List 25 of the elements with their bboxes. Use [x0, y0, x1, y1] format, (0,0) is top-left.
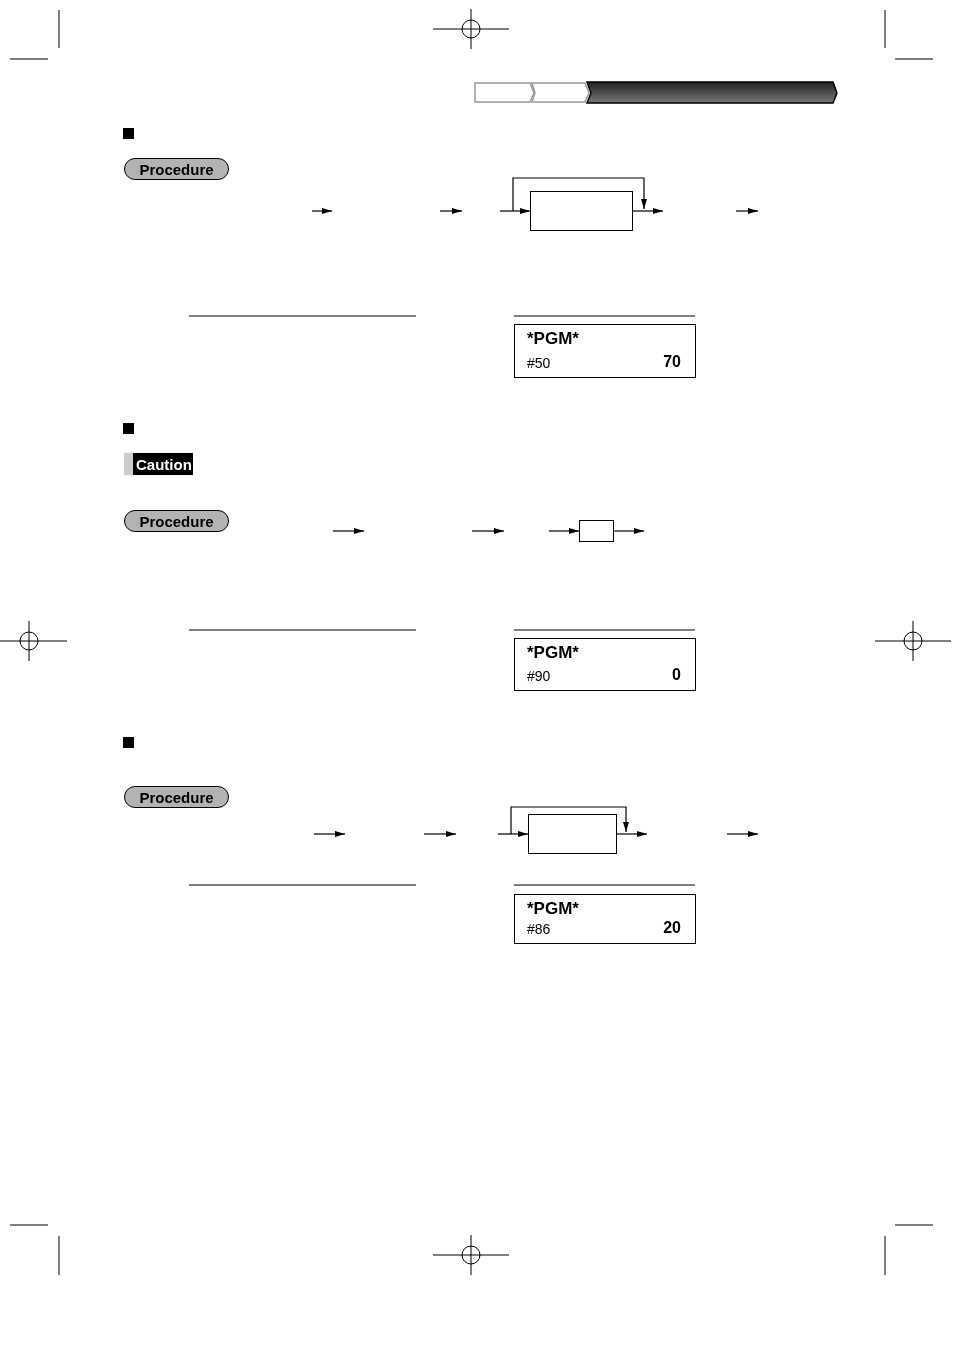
display-title: *PGM* [527, 643, 579, 663]
key-box [528, 814, 617, 854]
display-code: #50 [527, 355, 551, 371]
procedure-badge: Procedure [124, 158, 229, 180]
display-value: 70 [663, 353, 681, 371]
key-box [530, 191, 633, 231]
display-panel [514, 638, 696, 691]
caution-badge: Caution [124, 453, 193, 475]
key-box [579, 520, 614, 542]
arrow [548, 528, 580, 534]
arrow [616, 831, 648, 837]
display-value: 0 [672, 666, 681, 684]
display-value: 20 [663, 919, 681, 937]
display-title: *PGM* [527, 899, 579, 919]
arrow [632, 208, 664, 214]
display-code: #86 [527, 921, 551, 937]
display-panel [514, 894, 696, 944]
display-panel [514, 324, 696, 378]
display-code: #90 [527, 668, 551, 684]
arrow [499, 208, 531, 214]
arrow [497, 831, 529, 837]
arrow [613, 528, 645, 534]
procedure-badge: Procedure [124, 510, 229, 532]
display-title: *PGM* [527, 329, 579, 349]
procedure-badge: Procedure [124, 786, 229, 808]
